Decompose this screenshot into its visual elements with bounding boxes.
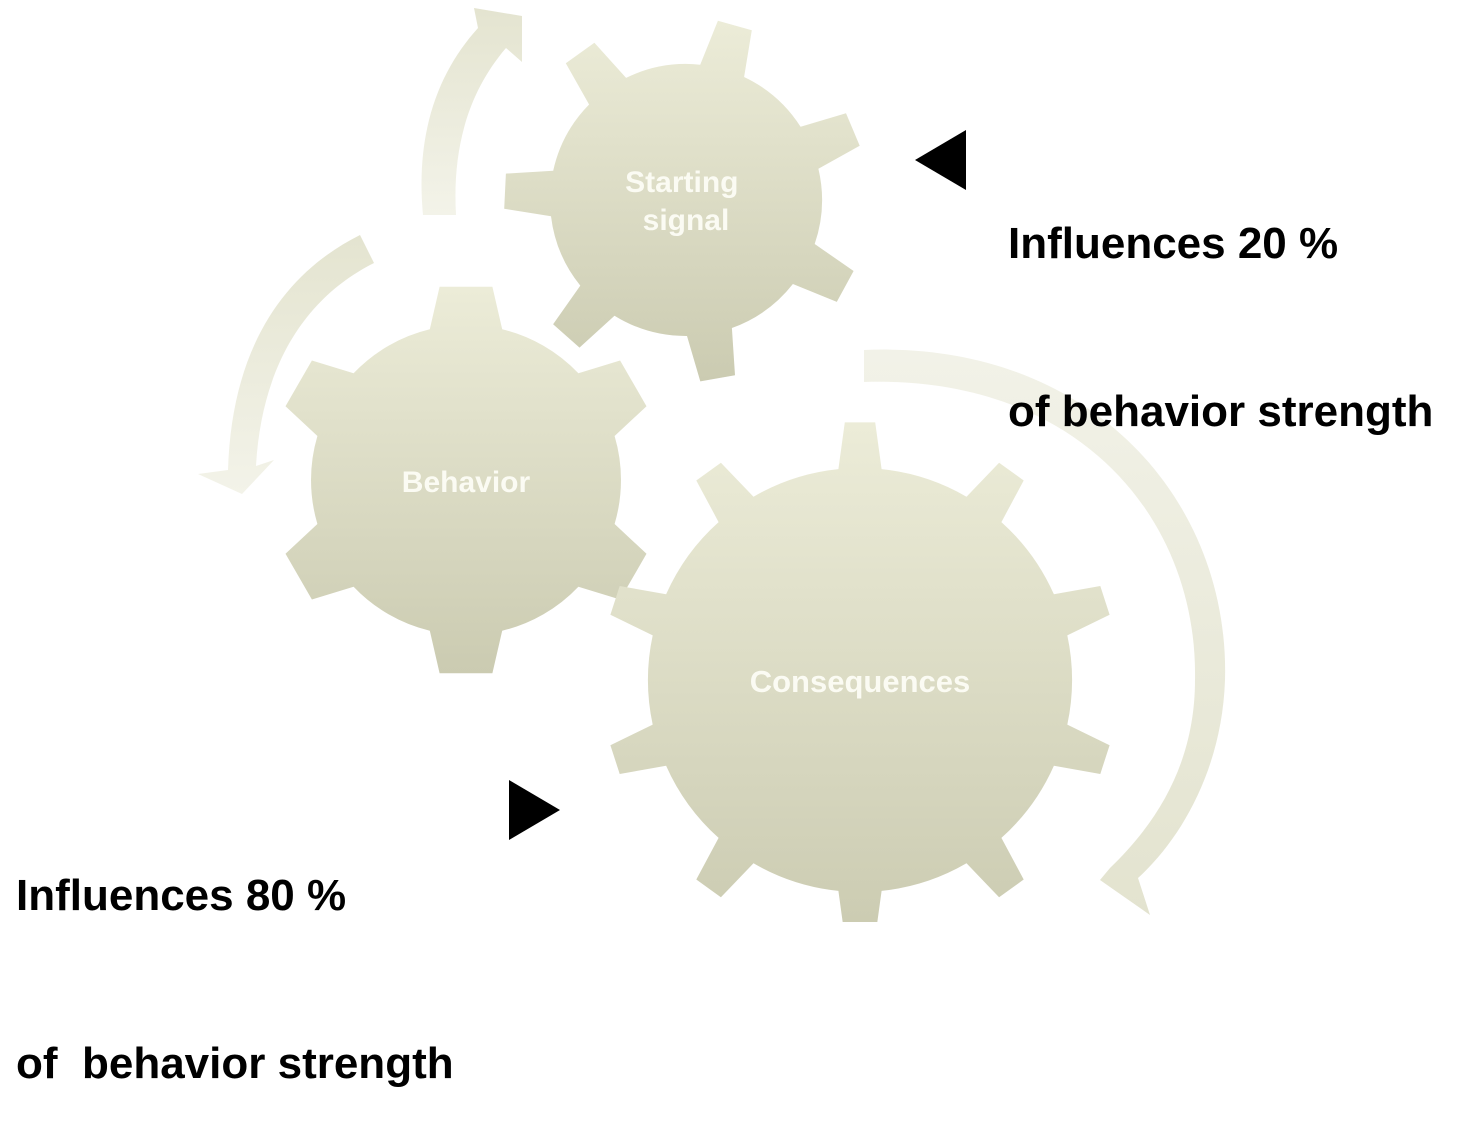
- gear-starting-signal: [504, 20, 860, 382]
- curved-arrow-icon: [864, 349, 1226, 915]
- right-pointing-triangle-icon: [509, 780, 560, 840]
- callout-bottom-line1: Influences 80 %: [16, 871, 347, 920]
- gear-label-starting-signal: Starting signal: [625, 166, 747, 237]
- callout-bottom-line2: of behavior strength: [16, 1039, 454, 1088]
- cycle-diagram: Starting signal Behavior Consequences: [198, 8, 1226, 922]
- gear-layer: [285, 20, 1110, 922]
- callout-influences-20: Influences 20 % of behavior strength: [1008, 104, 1433, 496]
- callout-top-line2: of behavior strength: [1008, 387, 1434, 436]
- callout-influences-80: Influences 80 % of behavior strength: [16, 756, 454, 1148]
- cycle-arrows: [198, 8, 1226, 915]
- gear-label-behavior: Behavior: [402, 466, 531, 499]
- curved-arrow-icon: [198, 235, 374, 494]
- gear-consequences: [610, 422, 1110, 922]
- gear-label-consequences: Consequences: [750, 664, 971, 699]
- callout-top-line1: Influences 20 %: [1008, 219, 1339, 268]
- curved-arrow-icon: [421, 8, 522, 215]
- left-pointing-triangle-icon: [915, 130, 966, 190]
- gear-behavior: [285, 286, 647, 674]
